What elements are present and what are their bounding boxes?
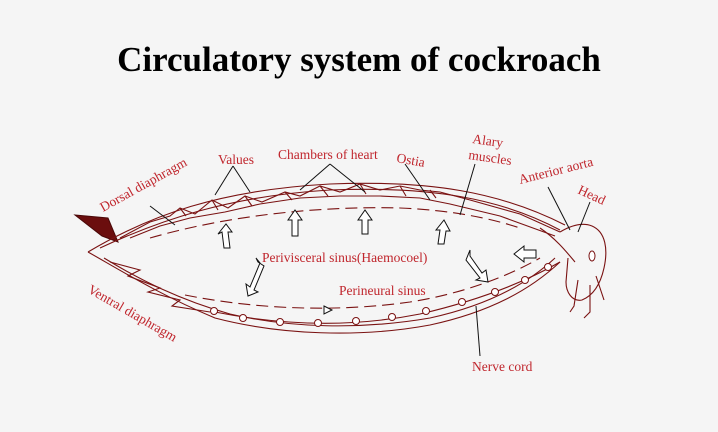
flow-arrow-up-3 (357, 209, 373, 235)
tail-cerci (73, 214, 119, 243)
anterior-aorta-line (539, 227, 576, 263)
ventral-body-wall-inner (103, 257, 556, 327)
page-title: Circulatory system of cockroach (117, 40, 601, 79)
label-perivisceral-sinus: Perivisceral sinus(Haemocoel) (262, 250, 427, 265)
flow-arrow-left (513, 244, 537, 264)
flow-arrow-up-1 (217, 223, 233, 249)
label-nerve-cord: Nerve cord (472, 359, 533, 374)
flow-arrow-double-right (465, 249, 489, 283)
flow-arrow-up-2 (287, 209, 303, 237)
head-eye (588, 250, 596, 262)
label-dorsal-diaphragm: Dorsal diaphragm (97, 154, 190, 214)
nerve-ganglia (210, 263, 552, 327)
label-values: Values (218, 152, 254, 167)
flow-arrow-up-4 (434, 219, 451, 245)
ventral-diaphragm-line (184, 257, 541, 309)
label-ostia: Ostia (395, 150, 426, 170)
ventral-segments (109, 261, 211, 313)
heart-tube-bottom (129, 195, 556, 239)
dorsal-diaphragm-line (149, 207, 521, 239)
dorsal-body-wall (87, 182, 566, 253)
heart-tube-top (119, 183, 561, 239)
flow-arrow-right-small (323, 305, 334, 315)
heart-valves (179, 183, 437, 217)
flow-arrows (217, 209, 537, 315)
pointer-lines (149, 163, 591, 357)
flow-arrow-double-left (245, 257, 265, 297)
head-outline (559, 223, 607, 301)
label-chambers-of-heart: Chambers of heart (278, 147, 378, 162)
label-perineural-sinus: Perineural sinus (339, 283, 426, 298)
label-alary-muscles-line2: muscles (468, 147, 513, 168)
label-head: Head (576, 182, 608, 208)
head-mouthparts (569, 275, 605, 319)
label-alary-muscles-line1: Alary (472, 131, 505, 150)
dorsal-body-wall-inner (99, 188, 561, 249)
ventral-body-wall (87, 251, 561, 334)
